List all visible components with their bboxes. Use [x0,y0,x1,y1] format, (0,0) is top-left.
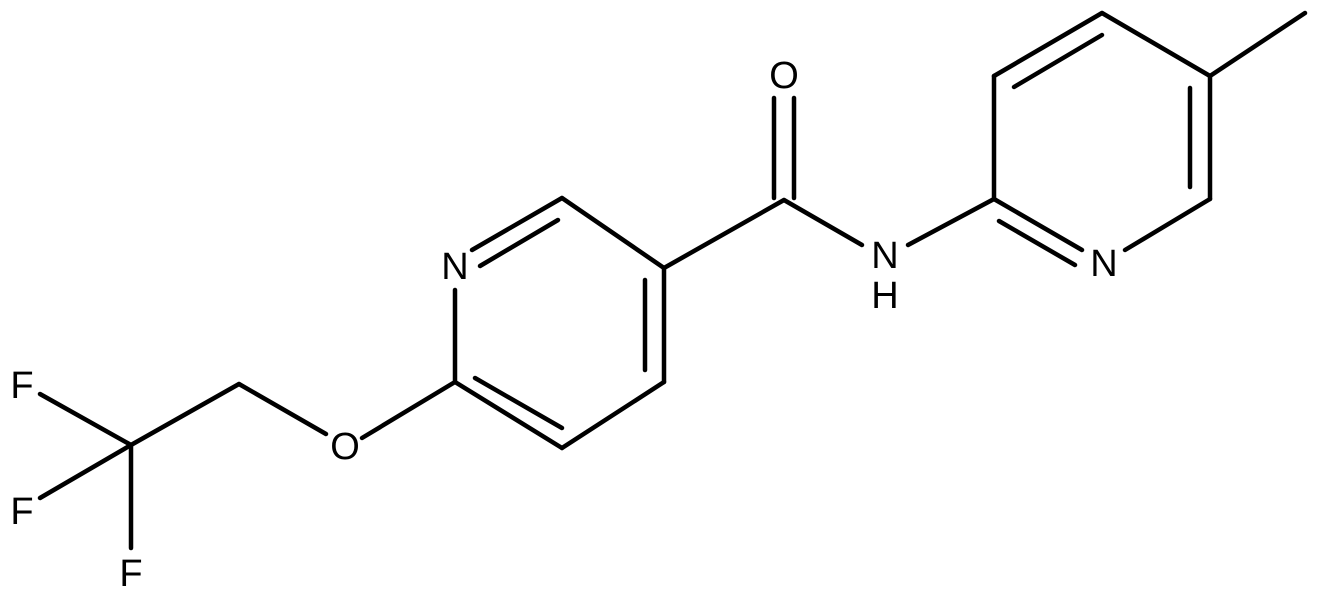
bond-right-ring-c2-n [991,196,1085,253]
atom-n-amide: N [871,235,898,277]
atom-h-amide: H [871,275,898,317]
bond-methyl [1207,10,1308,79]
bond-left-ring-c6-c5-inner [472,375,565,431]
bond-left-ring-c3-c2 [559,195,667,271]
bond-right-ring-c5-c4 [1099,10,1213,79]
atom-n-pyridine-right: N [1090,243,1117,285]
atom-n-pyridine-left: N [441,246,468,288]
bond-c-ring-left [661,197,787,271]
bond-right-ring-c4-c3-inner [1011,32,1105,90]
bond-o-ch2 [236,381,329,437]
bond-cf3-f2 [37,442,134,501]
bond-cf3-f1 [37,391,134,448]
bond-amide-c-n [781,197,865,248]
atom-f3: F [119,553,142,595]
bond-right-ring-n-c6 [1122,196,1213,253]
bond-right-ring-c2-n-inner [996,218,1078,268]
atom-f2: F [10,491,33,533]
bond-layer [37,10,1308,551]
bond-left-ring-c6-c5 [452,379,565,451]
atom-o-carbonyl: O [769,55,799,97]
atom-o-ether: O [330,426,360,468]
bond-left-ring-c5-c4 [559,379,667,451]
atom-f1: F [10,365,33,407]
bond-right-ring-c4-c3 [991,10,1105,79]
bond-left-ring-c2-n-inner [477,217,561,269]
bond-c6-o [359,379,458,441]
bond-n-ring-right [905,196,997,248]
bond-ch2-cf3 [128,381,242,448]
atom-label-layer: O N H N N O F F F [10,55,1117,595]
bond-left-ring-c2-n [469,195,565,253]
